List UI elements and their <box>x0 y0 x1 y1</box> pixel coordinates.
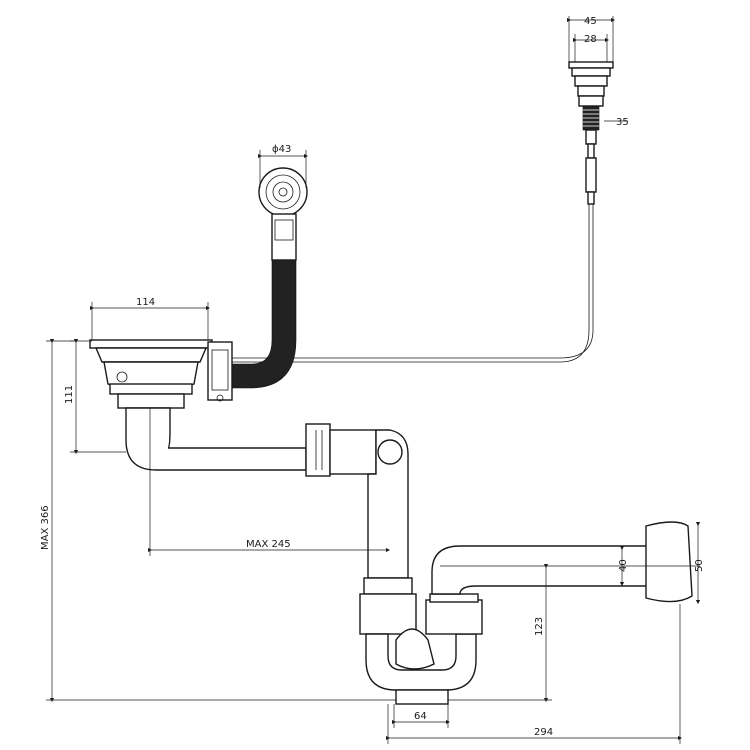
dim-40-label: 40 <box>618 559 629 572</box>
wall-rosette <box>645 521 693 603</box>
strainer-basket <box>89 339 233 409</box>
dim-width-294: 294 <box>385 604 683 744</box>
dim-111-label: 111 <box>64 385 75 404</box>
dim-max-245: MAX 245 <box>147 408 391 556</box>
bowden-cable <box>232 204 590 363</box>
vertical-tee <box>359 429 417 635</box>
dim-strainer: 114 <box>89 297 211 340</box>
dim-max-366: MAX 366 <box>40 338 396 703</box>
dim-45-label: 45 <box>584 16 597 27</box>
dim-64-label: 64 <box>414 711 427 722</box>
dim-overflow-head: 45 28 35 <box>566 16 629 128</box>
thread-section <box>582 105 600 131</box>
dim-overflow-diameter: ϕ43 <box>257 144 309 188</box>
dim-114-label: 114 <box>136 297 155 308</box>
dim-width-64: 64 <box>391 704 451 728</box>
dim-294-label: 294 <box>534 727 553 738</box>
push-button-assembly <box>568 61 614 205</box>
dim-35-label: 35 <box>616 117 629 128</box>
dim-366-label: MAX 366 <box>40 505 51 550</box>
waste-outlet-pipe <box>125 407 307 471</box>
branch-coupling <box>305 423 377 477</box>
dim-123-label: 123 <box>534 617 545 636</box>
dim-245-label: MAX 245 <box>246 539 291 550</box>
dim-outlet-diameters: 40 50 <box>440 521 705 605</box>
dim-43-label: ϕ43 <box>272 144 291 155</box>
flexible-overflow-hose <box>227 259 297 389</box>
dim-50-label: 50 <box>694 559 705 572</box>
trap <box>365 593 483 705</box>
dim-28-label: 28 <box>584 34 597 45</box>
dim-height-123: 123 <box>448 563 552 703</box>
overflow-head <box>258 167 308 261</box>
